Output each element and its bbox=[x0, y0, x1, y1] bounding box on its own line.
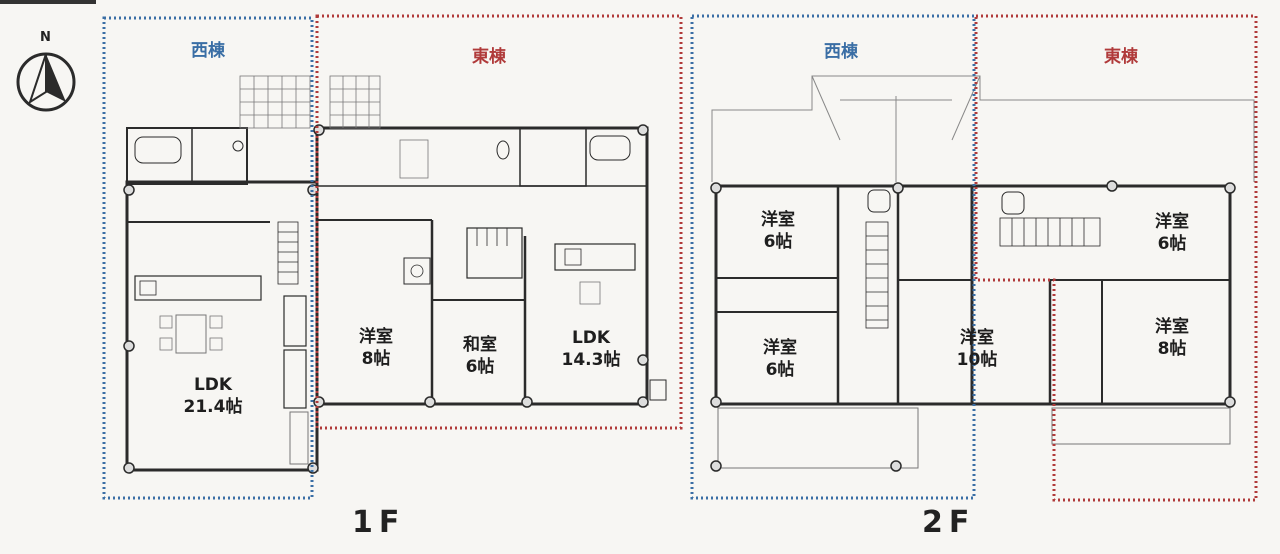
room-floor1-yoshitsu-8: 洋室 8帖 bbox=[346, 326, 406, 370]
floor2-east-wing-label: 東棟 bbox=[1104, 47, 1138, 67]
room-size: 6帖 bbox=[763, 232, 793, 252]
room-name: 洋室 bbox=[1155, 317, 1189, 337]
floor1-east-frame bbox=[315, 14, 683, 430]
room-size: 8帖 bbox=[1157, 339, 1187, 359]
floor1-west-frame bbox=[102, 16, 314, 500]
floor1-west-stair bbox=[277, 221, 299, 285]
floor1-east-wing-label: 東棟 bbox=[472, 47, 506, 67]
floor1-west-kitchen-counter bbox=[134, 275, 262, 301]
floor2-label: 2F bbox=[922, 505, 976, 540]
room-floor2-east-bottom: 洋室 8帖 bbox=[1142, 316, 1202, 360]
compass-arrow-icon bbox=[16, 52, 76, 112]
north-compass: N bbox=[14, 30, 84, 116]
room-size: 21.4帖 bbox=[183, 397, 243, 417]
floor1-plan bbox=[123, 75, 667, 474]
floor2-plan bbox=[710, 75, 1255, 472]
room-name: LDK bbox=[571, 328, 611, 348]
room-floor2-west-bottom: 洋室 6帖 bbox=[750, 337, 810, 381]
room-size: 10帖 bbox=[956, 350, 998, 370]
room-floor2-west-large: 洋室 10帖 bbox=[945, 327, 1009, 371]
floor2-west-stair bbox=[865, 221, 889, 329]
floor1-west-bath-area bbox=[126, 127, 248, 185]
room-floor2-east-top: 洋室 6帖 bbox=[1142, 211, 1202, 255]
floor2-west-frame bbox=[690, 14, 976, 500]
floor2-east-stair bbox=[999, 217, 1101, 247]
room-size: 8帖 bbox=[361, 349, 391, 369]
room-name: 和室 bbox=[463, 335, 497, 355]
floor2-east-frame bbox=[974, 14, 1258, 502]
room-name: 洋室 bbox=[763, 338, 797, 358]
floor1-east-kitchen-counter bbox=[554, 243, 636, 271]
scan-edge-mark bbox=[0, 0, 96, 4]
north-label: N bbox=[40, 30, 51, 45]
room-name: LDK bbox=[193, 375, 233, 395]
room-floor1-washitsu-6: 和室 6帖 bbox=[450, 334, 510, 378]
room-name: 洋室 bbox=[1155, 212, 1189, 232]
room-size: 6帖 bbox=[1157, 234, 1187, 254]
room-name: 洋室 bbox=[960, 328, 994, 348]
room-name: 洋室 bbox=[761, 210, 795, 230]
floor1-label: 1F bbox=[352, 505, 406, 540]
room-floor1-west-ldk: LDK 21.4帖 bbox=[178, 374, 248, 418]
room-floor2-west-top: 洋室 6帖 bbox=[748, 209, 808, 253]
floor2-west-wing-label: 西棟 bbox=[824, 42, 858, 62]
room-size: 6帖 bbox=[765, 360, 795, 380]
room-size: 6帖 bbox=[465, 357, 495, 377]
room-name: 洋室 bbox=[359, 327, 393, 347]
floor1-west-balcony-grid bbox=[239, 75, 311, 129]
floor1-west-wing-label: 西棟 bbox=[191, 41, 225, 61]
room-floor1-east-ldk: LDK 14.3帖 bbox=[553, 327, 629, 371]
floor1-west-dining-table bbox=[175, 314, 207, 354]
room-size: 14.3帖 bbox=[561, 350, 621, 370]
